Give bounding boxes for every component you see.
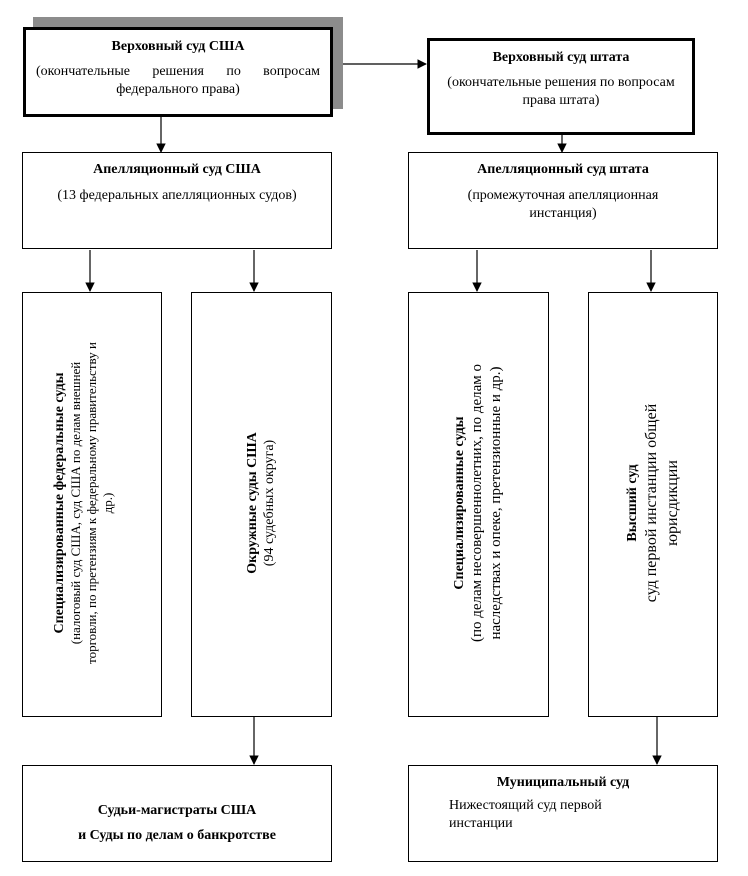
supreme-state-desc: (окончательные решения по вопросам права… bbox=[447, 75, 675, 108]
special-state-box bbox=[408, 292, 549, 717]
district-us-desc: (94 судебных округа) bbox=[262, 439, 277, 567]
special-state-title: Специализированные суды bbox=[451, 416, 467, 590]
special-federal-title: Специализированные федеральные суды bbox=[51, 372, 67, 634]
magistrates-line1: Судьи-магистраты США bbox=[97, 803, 257, 818]
appeal-us-desc: (13 федеральных апелляционных судов) bbox=[57, 188, 297, 203]
district-us-title: Окружные суды США bbox=[245, 432, 260, 574]
district-us-text: Окружные суды США (94 судебных округа) bbox=[191, 298, 331, 708]
appeal-state-box: Апелляционный суд штата (промежуточная а… bbox=[408, 152, 718, 249]
supreme-state-title: Верховный суд штата bbox=[492, 50, 630, 65]
magistrates-box: Судьи-магистраты США и Суды по делам о б… bbox=[22, 765, 332, 862]
special-state-desc: (по делам несовершеннолетних, по делам о… bbox=[468, 363, 504, 643]
high-court-desc: суд первой инстанции общей юрисдикции bbox=[642, 403, 681, 603]
municipal-box: Муниципальный суд Нижестоящий суд первой… bbox=[408, 765, 718, 862]
special-federal-box bbox=[22, 292, 162, 717]
appeal-state-desc: (промежуточная апелляционная инстанция) bbox=[467, 188, 659, 221]
municipal-desc: Нижестоящий суд первой инстанции bbox=[449, 798, 602, 831]
district-us-box bbox=[191, 292, 332, 717]
appeal-state-title: Апелляционный суд штата bbox=[477, 162, 649, 177]
special-federal-text: Специализированные федеральные суды (нал… bbox=[13, 298, 153, 708]
supreme-us-box: Верховный суд США (окончательные решения… bbox=[23, 27, 333, 117]
supreme-us-desc: (окончательные решения по вопросам федер… bbox=[36, 64, 320, 97]
magistrates-line2: и Суды по делам о банкротстве bbox=[78, 828, 276, 843]
special-state-text: Специализированные суды (по делам несове… bbox=[408, 298, 548, 708]
high-court-box bbox=[588, 292, 718, 717]
supreme-us-title: Верховный суд США bbox=[111, 39, 245, 54]
appeal-us-title: Апелляционный суд США bbox=[93, 162, 261, 177]
high-court-text: Высший суд суд первой инстанции общей юр… bbox=[588, 298, 718, 708]
municipal-title: Муниципальный суд bbox=[496, 775, 630, 790]
special-federal-desc: (налоговый суд США, суд США по делам вне… bbox=[67, 342, 115, 664]
supreme-state-box: Верховный суд штата (окончательные решен… bbox=[427, 38, 695, 135]
appeal-us-box: Апелляционный суд США (13 федеральных ап… bbox=[22, 152, 332, 249]
high-court-title: Высший суд bbox=[624, 464, 640, 542]
